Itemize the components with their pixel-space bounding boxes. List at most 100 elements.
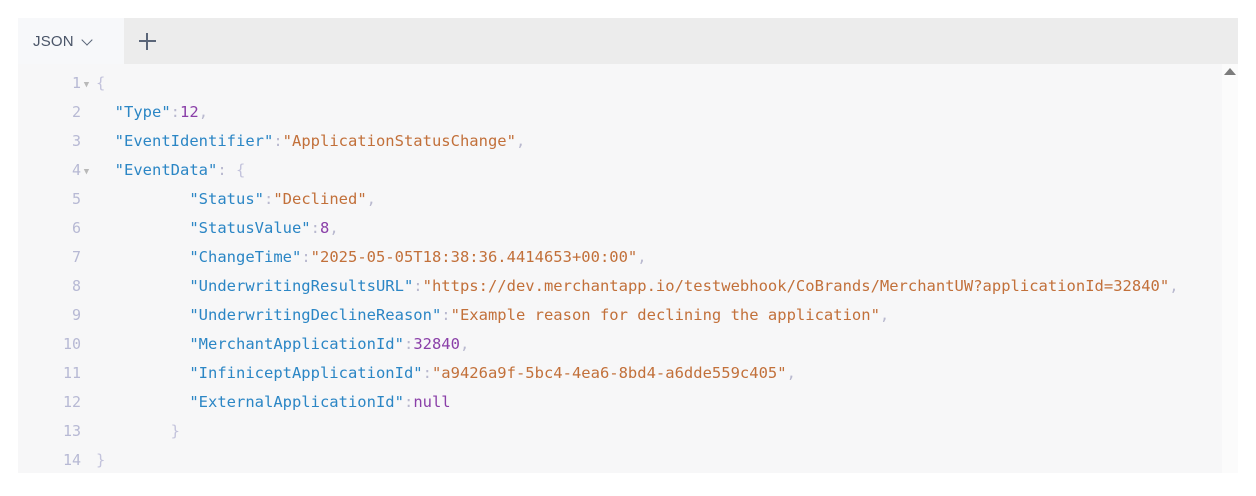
line-number: 7▼ [18,244,96,273]
line-number-label: 6 [71,219,81,237]
code-line[interactable]: 3▼ "EventIdentifier":"ApplicationStatusC… [18,128,1238,157]
code-editor-area[interactable]: 1▼{2▼ "Type":12,3▼ "EventIdentifier":"Ap… [18,64,1238,473]
line-number-label: 12 [62,393,81,411]
token-str: "Example reason for declining the applic… [450,306,880,324]
token-colon: : [301,248,311,266]
code-line-text: "EventIdentifier":"ApplicationStatusChan… [96,128,1238,155]
line-number-label: 2 [71,103,81,121]
code-line[interactable]: 9▼ "UnderwritingDeclineReason":"Example … [18,302,1238,331]
tab-json-label: JSON [33,32,74,50]
line-number-label: 4 [71,161,81,179]
token-colon: : [441,306,451,324]
token-comma: , [515,132,526,150]
line-number-label: 3 [71,132,81,150]
token-comma: , [198,103,209,121]
token-comma: , [879,306,890,324]
code-line[interactable]: 12▼ "ExternalApplicationId":null [18,389,1238,418]
line-number: 5▼ [18,186,96,215]
token-key: "InfiniceptApplicationId" [189,364,423,382]
chevron-down-icon[interactable] [83,36,94,47]
code-line-text: } [96,418,1238,445]
line-number: 14▼ [18,447,96,473]
token-colon: : [273,132,283,150]
json-editor-widget: JSON 1▼{2▼ "Type":12,3▼ "EventIdentifier… [18,18,1238,473]
code-line[interactable]: 6▼ "StatusValue":8, [18,215,1238,244]
vertical-scrollbar[interactable] [1222,64,1238,473]
code-line[interactable]: 8▼ "UnderwritingResultsURL":"https://dev… [18,273,1238,302]
line-number-label: 9 [71,306,81,324]
token-comma: , [459,335,470,353]
token-str: "https://dev.merchantapp.io/testwebhook/… [422,277,1170,295]
token-colon: : [170,103,181,121]
token-colon: : [403,393,414,411]
code-line-text: "Status":"Declined", [96,186,1238,213]
token-num: 8 [320,219,330,237]
code-line[interactable]: 14▼} [18,447,1238,473]
token-colon: : [403,335,414,353]
line-number: 4▼ [18,157,96,186]
line-number-label: 14 [62,451,81,469]
token-key: "ChangeTime" [189,248,302,266]
line-number-label: 7 [71,248,81,266]
token-key: "MerchantApplicationId" [189,335,404,353]
token-key: "ExternalApplicationId" [189,393,404,411]
line-number: 6▼ [18,215,96,244]
token-num: 32840 [413,335,460,353]
token-plain [96,248,189,266]
code-line-text: "UnderwritingResultsURL":"https://dev.me… [96,273,1238,300]
fold-triangle-icon[interactable]: ▼ [83,167,90,177]
token-key: "UnderwritingDeclineReason" [189,306,442,324]
token-colon: : [413,277,423,295]
line-number: 12▼ [18,389,96,418]
editor-tab-strip: JSON [18,18,1238,64]
token-str: "Declined" [273,190,367,208]
token-key: "UnderwritingResultsURL" [189,277,414,295]
token-num: null [413,393,451,411]
line-number: 13▼ [18,418,96,447]
code-line[interactable]: 11▼ "InfiniceptApplicationId":"a9426a9f-… [18,360,1238,389]
code-line-text: "StatusValue":8, [96,215,1238,242]
line-number-label: 8 [71,277,81,295]
token-plain [96,190,189,208]
line-number-label: 13 [62,422,81,440]
token-punc: { [236,161,246,179]
token-plain [96,277,189,295]
line-number-label: 11 [62,364,81,382]
token-colon: : [217,161,236,179]
line-number-label: 10 [62,335,81,353]
code-line-text: "UnderwritingDeclineReason":"Example rea… [96,302,1238,329]
token-comma: , [329,219,339,237]
line-number-label: 5 [71,190,81,208]
token-comma: , [637,248,647,266]
code-line-text: { [96,70,1238,97]
line-number: 10▼ [18,331,96,360]
token-plain [96,393,189,411]
code-line-text: "MerchantApplicationId":32840, [96,331,1238,358]
code-line-text: "ExternalApplicationId":null [96,389,1238,416]
triangle-up-icon[interactable] [1224,68,1236,75]
code-line[interactable]: 4▼ "EventData": { [18,157,1238,186]
code-line[interactable]: 10▼ "MerchantApplicationId":32840, [18,331,1238,360]
code-line-text: "ChangeTime":"2025-05-05T18:38:36.441465… [96,244,1238,271]
plus-icon [138,32,156,50]
code-line-text: "EventData": { [96,157,1238,184]
code-line[interactable]: 1▼ { [18,70,1238,99]
code-line-text: } [96,447,1238,473]
token-punc: } [96,451,106,469]
code-line[interactable]: 2▼ "Type":12, [18,99,1238,128]
line-number: 2▼ [18,99,96,128]
token-colon: : [422,364,432,382]
token-plain [96,132,115,150]
token-punc: { [96,74,106,92]
line-number-label: 1 [71,74,81,92]
token-key: "Type" [114,103,171,121]
code-line[interactable]: 5▼ "Status":"Declined", [18,186,1238,215]
token-str: "2025-05-05T18:38:36.4414653+00:00" [310,248,638,266]
tab-json[interactable]: JSON [18,18,124,64]
code-line[interactable]: 7▼ "ChangeTime":"2025-05-05T18:38:36.441… [18,244,1238,273]
token-plain [96,364,189,382]
add-tab-button[interactable] [124,18,170,64]
token-comma: , [1169,277,1179,295]
code-line[interactable]: 13▼ } [18,418,1238,447]
fold-triangle-icon[interactable]: ▼ [83,80,90,90]
